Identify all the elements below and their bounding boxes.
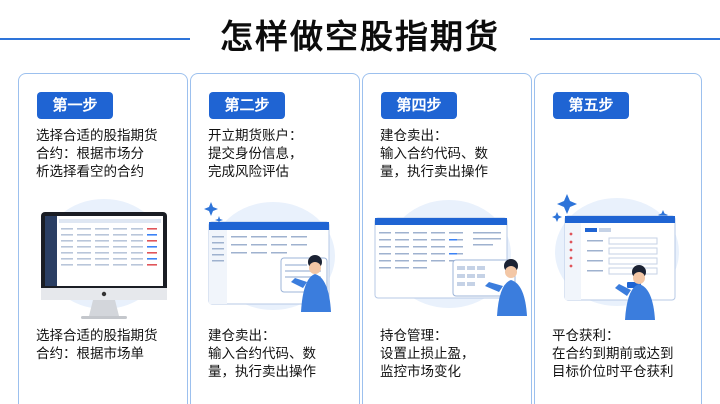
step-footer: 持仓管理： 设置止损止盈， 监控市场变化 <box>380 327 532 381</box>
foot-line: 目标价位时平仓获利 <box>552 364 674 380</box>
step-footer: 建仓卖出： 输入合约代码、数 量，执行卖出操作 <box>208 327 360 381</box>
step-description: 建仓卖出： 输入合约代码、数 量，执行卖出操作 <box>380 127 530 181</box>
foot-line: 输入合约代码、数 <box>208 346 316 362</box>
desc-line: 合约：根据市场分 <box>36 146 144 162</box>
desc-line: 完成风险评估 <box>208 164 289 180</box>
desc-line: 析选择看空的合约 <box>36 164 144 180</box>
foot-line: 选择合适的股指期货 <box>36 328 158 344</box>
step-footer: 选择合适的股指期货 合约：根据市场单 <box>36 327 188 363</box>
app-window-illustration <box>191 192 361 322</box>
step-badge: 第二步 <box>209 92 285 119</box>
title-bar: 怎样做空股指期货 <box>0 0 720 72</box>
foot-line: 平仓获利： <box>552 328 620 344</box>
desktop-monitor-icon <box>41 199 167 319</box>
desc-line: 建仓卖出： <box>380 128 448 144</box>
step-card-3: 第四步 建仓卖出： 输入合约代码、数 量，执行卖出操作 <box>362 73 532 404</box>
desc-line: 选择合适的股指期货 <box>36 128 158 144</box>
page-title: 怎样做空股指期货 <box>220 17 500 56</box>
step-badge: 第四步 <box>381 92 457 119</box>
foot-line: 建仓卖出： <box>208 328 276 344</box>
trading-table-illustration <box>363 192 533 322</box>
step-badge: 第一步 <box>37 92 113 119</box>
title-divider-left <box>0 38 190 40</box>
foot-line: 在合约到期前或达到 <box>552 346 674 362</box>
person-with-app-window-icon <box>204 202 335 312</box>
step-badge: 第五步 <box>553 92 629 119</box>
foot-line: 监控市场变化 <box>380 364 461 380</box>
step-card-2: 第二步 开立期货账户： 提交身份信息， 完成风险评估 <box>190 73 360 404</box>
step-footer: 平仓获利： 在合约到期前或达到 目标价位时平仓获利 <box>552 327 704 381</box>
desc-line: 量，执行卖出操作 <box>380 164 488 180</box>
foot-line: 量，执行卖出操作 <box>208 364 316 380</box>
desc-line: 提交身份信息， <box>208 146 303 162</box>
desc-line: 输入合约代码、数 <box>380 146 488 162</box>
person-with-trading-table-icon <box>374 200 527 316</box>
title-divider-right <box>530 38 720 40</box>
foot-line: 持仓管理： <box>380 328 448 344</box>
step-card-1: 第一步 选择合适的股指期货 合约：根据市场分 析选择看空的合约 <box>18 73 188 404</box>
person-with-form-window-icon <box>552 194 679 320</box>
step-description: 开立期货账户： 提交身份信息， 完成风险评估 <box>208 127 358 181</box>
step-card-4: 第五步 平仓获利： 在合约到期前或达到 <box>534 73 702 404</box>
desktop-monitor-illustration <box>19 192 189 322</box>
form-window-illustration <box>535 192 705 322</box>
step-description: 选择合适的股指期货 合约：根据市场分 析选择看空的合约 <box>36 127 186 181</box>
foot-line: 合约：根据市场单 <box>36 346 144 362</box>
desc-line: 开立期货账户： <box>208 128 303 144</box>
foot-line: 设置止损止盈， <box>380 346 475 362</box>
